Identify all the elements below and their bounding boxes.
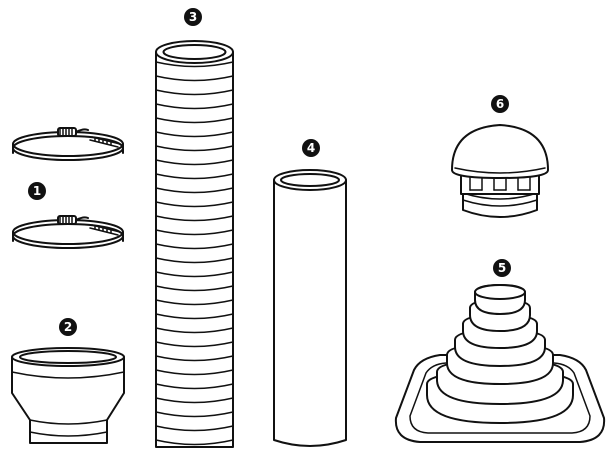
- svg-text:2: 2: [64, 320, 72, 334]
- hose-clamp-lower: [12, 215, 124, 249]
- hose-ring: [155, 131, 234, 138]
- svg-text:6: 6: [496, 97, 504, 111]
- badge-3: 3: [184, 8, 202, 26]
- hose-clamp-upper: [12, 127, 124, 161]
- badge-4: 4: [302, 139, 320, 157]
- hose-ring: [155, 215, 234, 222]
- hose-ring: [155, 229, 234, 236]
- hose-ring: [155, 327, 234, 334]
- hose-ring: [155, 103, 234, 110]
- svg-text:1: 1: [33, 184, 41, 198]
- hose-ring: [155, 313, 234, 320]
- badge-5: 5: [493, 259, 511, 277]
- hose-ring: [155, 89, 234, 96]
- rigid-pipe: [273, 169, 347, 447]
- reducer-adapter: [11, 347, 125, 444]
- hose-ring: [155, 201, 234, 208]
- hose-ring: [155, 271, 234, 278]
- svg-text:5: 5: [498, 261, 506, 275]
- hose-ring: [155, 411, 234, 418]
- svg-text:3: 3: [189, 10, 197, 24]
- hose-ring: [155, 383, 234, 390]
- svg-text:4: 4: [307, 141, 315, 155]
- hose-ring: [155, 439, 234, 446]
- flexible-hose: [155, 40, 234, 448]
- hose-ring: [155, 397, 234, 404]
- hose-ring: [155, 159, 234, 166]
- hose-ring: [155, 173, 234, 180]
- hose-ring: [155, 299, 234, 306]
- hose-ring: [155, 117, 234, 124]
- vent-cap: [451, 124, 549, 218]
- badge-6: 6: [491, 95, 509, 113]
- badge-2: 2: [59, 318, 77, 336]
- hose-ring: [155, 145, 234, 152]
- hose-ring: [155, 341, 234, 348]
- hose-ring: [155, 243, 234, 250]
- roof-flashing: [394, 284, 606, 443]
- hose-ring: [155, 369, 234, 376]
- hose-ring: [155, 61, 234, 68]
- hose-ring: [155, 257, 234, 264]
- badge-1: 1: [28, 182, 46, 200]
- hose-ring: [155, 187, 234, 194]
- hose-ring: [155, 355, 234, 362]
- hose-ring: [155, 75, 234, 82]
- hose-ring: [155, 425, 234, 432]
- hose-ring: [155, 285, 234, 292]
